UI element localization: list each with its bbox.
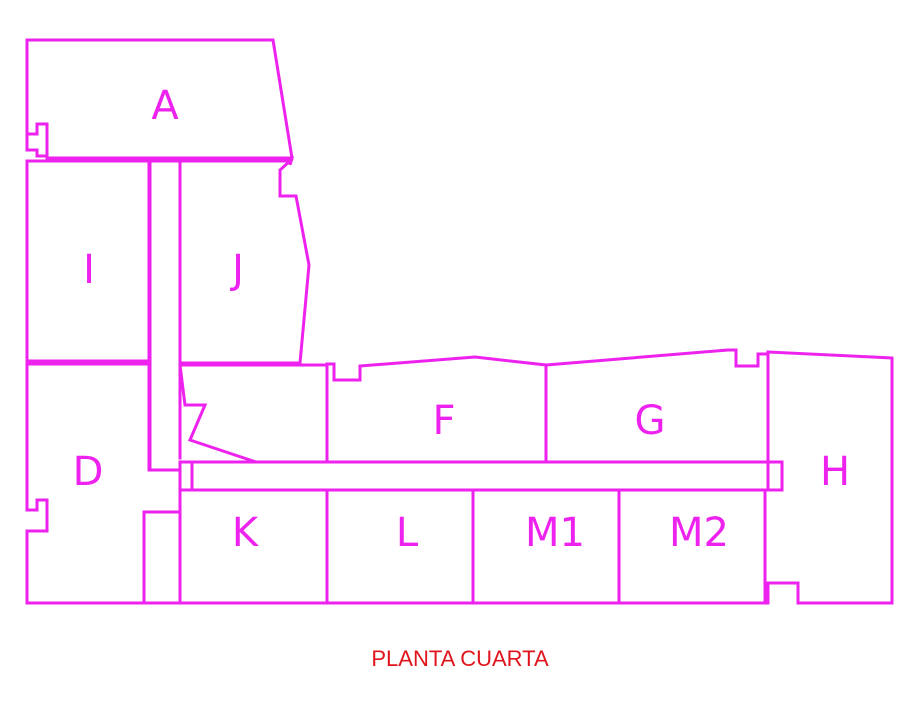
unit-label-i: I bbox=[83, 247, 95, 293]
plan-caption: PLANTA CUARTA bbox=[371, 646, 549, 671]
unit-label-j: J bbox=[229, 247, 244, 293]
unit-m2-outline[interactable] bbox=[617, 488, 767, 605]
horizontal-corridor bbox=[178, 460, 784, 492]
unit-f-outline[interactable] bbox=[325, 355, 548, 464]
unit-j-outline[interactable] bbox=[178, 159, 311, 365]
unit-label-f: F bbox=[432, 398, 455, 444]
unit-d-outline[interactable] bbox=[25, 362, 182, 605]
unit-label-d: D bbox=[73, 449, 104, 495]
unit-a-outline[interactable] bbox=[25, 38, 294, 166]
unit-label-k: K bbox=[232, 510, 260, 556]
unit-label-l: L bbox=[396, 510, 419, 556]
unit-a-outline-inner bbox=[25, 132, 49, 158]
unit-label-h: H bbox=[820, 449, 850, 495]
unit-label-g: G bbox=[635, 398, 666, 444]
unit-label-a: A bbox=[151, 83, 179, 129]
vertical-corridor bbox=[148, 159, 182, 472]
unit-label-m1: M1 bbox=[525, 510, 585, 556]
unit-h-outline[interactable] bbox=[766, 350, 894, 605]
unit-label-m2: M2 bbox=[669, 510, 729, 556]
unit-wedge-outline bbox=[178, 363, 329, 464]
